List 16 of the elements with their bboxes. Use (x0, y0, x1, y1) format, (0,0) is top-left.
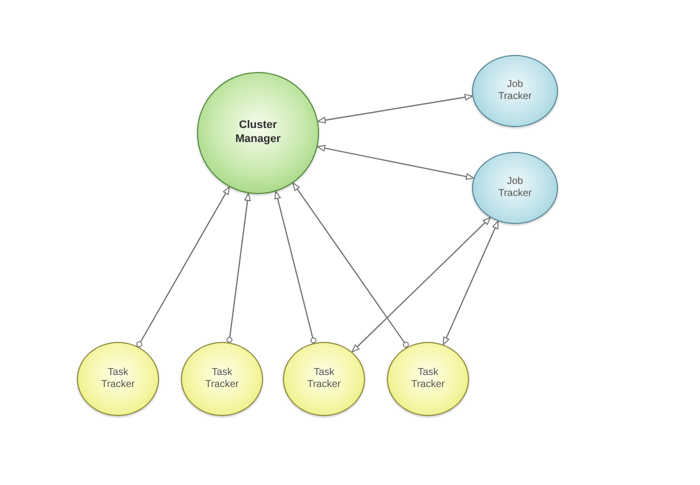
node-label: Cluster Manager (234, 119, 282, 147)
arrow (351, 217, 491, 352)
arrow (292, 182, 409, 348)
arrow (316, 144, 474, 180)
arrow (136, 186, 230, 348)
circle-node (283, 342, 365, 416)
arrow (226, 192, 251, 343)
node-label: Job Tracker (497, 78, 533, 104)
node-label: Job Tracker (497, 176, 533, 200)
arrow (274, 190, 316, 344)
node-label: Task Tracker (100, 366, 136, 392)
arrow (442, 220, 499, 346)
node-label: Task Tracker (410, 366, 446, 392)
node-label: Task Tracker (306, 366, 342, 392)
arrow (317, 94, 473, 124)
node-label: Task Tracker (204, 366, 240, 392)
